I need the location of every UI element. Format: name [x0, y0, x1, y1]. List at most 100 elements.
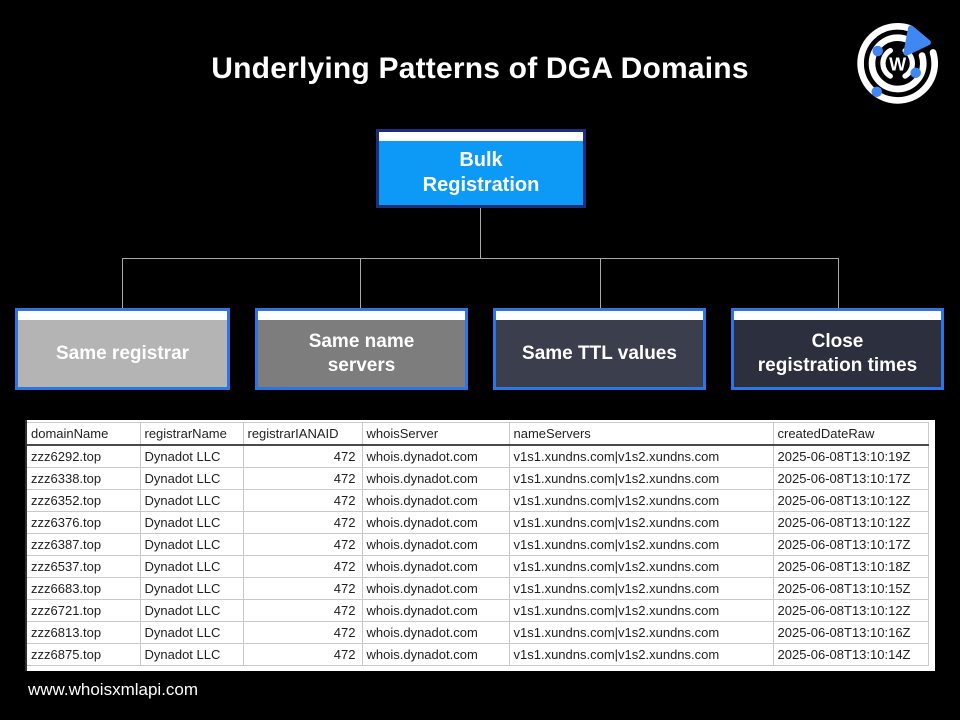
logo-inner-arcs	[880, 46, 915, 81]
table-cell: zzz6875.top	[27, 643, 141, 666]
table-cell: 472	[243, 599, 363, 622]
table-cell: Dynadot LLC	[140, 533, 244, 556]
table-cell: Dynadot LLC	[140, 467, 244, 490]
table-cell: v1s1.xundns.com|v1s2.xundns.com	[509, 467, 774, 490]
table-cell: v1s1.xundns.com|v1s2.xundns.com	[509, 621, 774, 644]
table-cell: 472	[243, 467, 363, 490]
table-cell: v1s1.xundns.com|v1s2.xundns.com	[509, 533, 774, 556]
table-cell: Dynadot LLC	[140, 621, 244, 644]
whoisxmlapi-logo-icon: W	[857, 22, 939, 104]
table-cell: 2025-06-08T13:10:15Z	[773, 577, 929, 600]
table-cell: v1s1.xundns.com|v1s2.xundns.com	[509, 555, 774, 578]
connector-line	[360, 258, 361, 308]
table-cell: zzz6537.top	[27, 555, 141, 578]
column-header: nameServers	[509, 422, 774, 446]
node-titlebar	[18, 311, 227, 320]
table-cell: 472	[243, 489, 363, 512]
table-cell: zzz6721.top	[27, 599, 141, 622]
node-titlebar	[496, 311, 703, 320]
table-cell: zzz6292.top	[27, 445, 141, 468]
page-title: Underlying Patterns of DGA Domains	[211, 52, 749, 85]
table-cell: Dynadot LLC	[140, 489, 244, 512]
logo-dot	[872, 45, 883, 57]
table-cell: whois.dynadot.com	[362, 599, 510, 622]
node-same-name-servers: Same name servers	[255, 308, 468, 390]
table-cell: Dynadot LLC	[140, 643, 244, 666]
table-cell: 2025-06-08T13:10:12Z	[773, 489, 929, 512]
table-cell: zzz6813.top	[27, 621, 141, 644]
logo-outer-ring	[857, 22, 939, 104]
table-cell: 2025-06-08T13:10:16Z	[773, 621, 929, 644]
footer-url: www.whoisxmlapi.com	[28, 680, 199, 699]
connector-line	[600, 258, 601, 308]
table-cell: whois.dynadot.com	[362, 533, 510, 556]
table-cell: 472	[243, 577, 363, 600]
table-cell: whois.dynadot.com	[362, 467, 510, 490]
node-bulk-registration: Bulk Registration	[376, 129, 586, 208]
table-cell: Dynadot LLC	[140, 577, 244, 600]
column-header: registrarName	[140, 422, 244, 446]
table-cell: 472	[243, 555, 363, 578]
table-cell: Dynadot LLC	[140, 599, 244, 622]
table-cell: v1s1.xundns.com|v1s2.xundns.com	[509, 489, 774, 512]
table-cell: 472	[243, 533, 363, 556]
logo-beam-icon	[903, 25, 931, 56]
node-close-registration-times: Close registration times	[731, 308, 944, 390]
table-cell: v1s1.xundns.com|v1s2.xundns.com	[509, 599, 774, 622]
table-cell: 472	[243, 621, 363, 644]
table-cell: zzz6338.top	[27, 467, 141, 490]
table-cell: 472	[243, 643, 363, 666]
table-cell: whois.dynadot.com	[362, 577, 510, 600]
table-cell: zzz6387.top	[27, 533, 141, 556]
connector-line	[122, 258, 839, 259]
node-label: Same TTL values	[496, 320, 703, 387]
table-cell: 2025-06-08T13:10:17Z	[773, 467, 929, 490]
table-cell: zzz6683.top	[27, 577, 141, 600]
column-header: createdDateRaw	[773, 422, 929, 446]
table-cell: v1s1.xundns.com|v1s2.xundns.com	[509, 643, 774, 666]
node-label: Bulk Registration	[379, 141, 583, 205]
logo-middle-ring	[868, 34, 927, 93]
connector-line	[480, 208, 481, 258]
table-cell: 2025-06-08T13:10:14Z	[773, 643, 929, 666]
table-cell: v1s1.xundns.com|v1s2.xundns.com	[509, 445, 774, 468]
node-titlebar	[379, 132, 583, 141]
table-cell: 472	[243, 445, 363, 468]
node-titlebar	[734, 311, 941, 320]
node-label: Close registration times	[734, 320, 941, 387]
column-header: domainName	[27, 422, 141, 446]
table-cell: zzz6376.top	[27, 511, 141, 534]
table-cell: Dynadot LLC	[140, 445, 244, 468]
table-cell: whois.dynadot.com	[362, 489, 510, 512]
connector-line	[838, 258, 839, 308]
table-cell: 2025-06-08T13:10:17Z	[773, 533, 929, 556]
table-cell: 2025-06-08T13:10:12Z	[773, 599, 929, 622]
table-cell: whois.dynadot.com	[362, 643, 510, 666]
table-cell: 2025-06-08T13:10:18Z	[773, 555, 929, 578]
table-cell: v1s1.xundns.com|v1s2.xundns.com	[509, 577, 774, 600]
table-cell: v1s1.xundns.com|v1s2.xundns.com	[509, 511, 774, 534]
node-same-registrar: Same registrar	[15, 308, 230, 390]
node-label: Same name servers	[258, 320, 465, 387]
table-cell: whois.dynadot.com	[362, 621, 510, 644]
logo-letter: W	[889, 54, 906, 74]
logo-dot	[910, 67, 921, 79]
table-cell: whois.dynadot.com	[362, 511, 510, 534]
table-cell: zzz6352.top	[27, 489, 141, 512]
node-label: Same registrar	[18, 320, 227, 387]
logo-dot	[871, 86, 882, 98]
